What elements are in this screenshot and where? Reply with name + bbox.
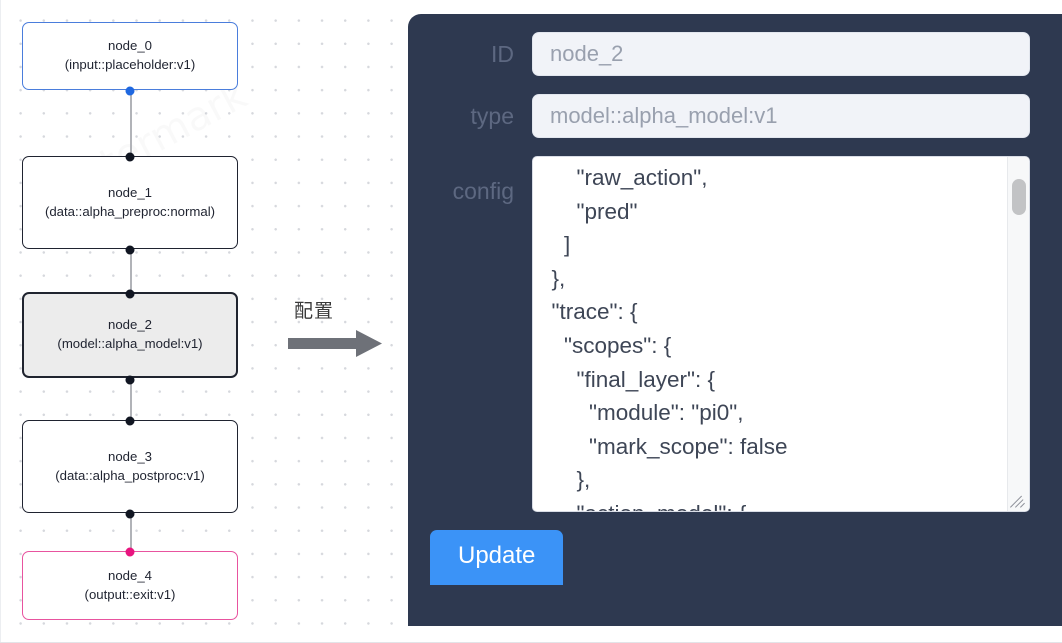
field-label-id: ID <box>491 41 514 67</box>
node-port-input[interactable] <box>125 416 135 426</box>
graph-node-node_3[interactable]: node_3 (data::alpha_postproc:v1) <box>22 416 238 519</box>
canvas-left-rule <box>0 0 1 643</box>
field-label-type: type <box>470 103 514 129</box>
textarea-resize-handle-icon[interactable] <box>1008 490 1028 510</box>
edge-node3-node4 <box>130 513 132 551</box>
node-type: (model::alpha_model:v1) <box>57 336 203 351</box>
node-type: (output::exit:v1) <box>84 586 176 602</box>
field-row-type: type model::alpha_model:v1 <box>408 94 1062 138</box>
node-type: (data::alpha_postproc:v1) <box>55 467 205 483</box>
edge-node1-node2 <box>130 249 132 292</box>
field-label-config: config <box>452 178 514 204</box>
node-title: node_1 <box>107 184 152 200</box>
annotation-label: 配置 <box>294 300 335 322</box>
config-textarea-wrapper[interactable]: "raw_action", "pred" ] }, "trace": { "sc… <box>532 156 1030 512</box>
node-port-output[interactable] <box>125 375 135 385</box>
graph-node-node_2[interactable]: node_2 (model::alpha_model:v1) <box>22 289 238 385</box>
arrow-right-icon <box>288 330 382 357</box>
flow-graph-canvas[interactable]: node_0 (input::placeholder:v1) node_1 (d… <box>0 0 400 643</box>
annotation-arrow-group: 配置 <box>288 296 394 360</box>
node-port-input[interactable] <box>125 152 135 162</box>
node-type: (input::placeholder:v1) <box>64 57 196 72</box>
node-port-output[interactable] <box>125 245 135 255</box>
id-input[interactable]: node_2 <box>532 32 1030 76</box>
node-title: node_3 <box>107 448 152 464</box>
panel-actions: Update <box>408 530 1062 585</box>
node-type: (data::alpha_preproc:normal) <box>44 203 216 219</box>
node-port-output[interactable] <box>125 86 135 96</box>
node-title: node_0 <box>107 38 152 54</box>
scrollbar-thumb[interactable] <box>1012 179 1026 215</box>
node-port-output[interactable] <box>125 509 135 519</box>
node-title: node_2 <box>107 317 152 333</box>
config-textarea[interactable]: "raw_action", "pred" ] }, "trace": { "sc… <box>551 165 788 511</box>
graph-node-node_0[interactable]: node_0 (input::placeholder:v1) <box>22 22 238 96</box>
node-port-input[interactable] <box>125 289 135 299</box>
node-port-input[interactable] <box>125 547 135 557</box>
field-row-id: ID node_2 <box>408 32 1062 76</box>
edge-node2-node3 <box>130 378 132 420</box>
graph-node-node_1[interactable]: node_1 (data::alpha_preproc:normal) <box>22 152 238 255</box>
field-row-config: config "raw_action", "pred" ] }, "trace"… <box>408 156 1062 512</box>
node-config-panel: ID node_2 type model::alpha_model:v1 con… <box>408 14 1062 626</box>
node-title: node_4 <box>107 567 152 583</box>
update-button[interactable]: Update <box>430 530 564 585</box>
graph-node-node_4[interactable]: node_4 (output::exit:v1) <box>22 547 238 620</box>
type-input[interactable]: model::alpha_model:v1 <box>532 94 1030 138</box>
config-textarea-scrollbar[interactable] <box>1007 157 1029 511</box>
edge-node0-node1 <box>130 90 132 156</box>
